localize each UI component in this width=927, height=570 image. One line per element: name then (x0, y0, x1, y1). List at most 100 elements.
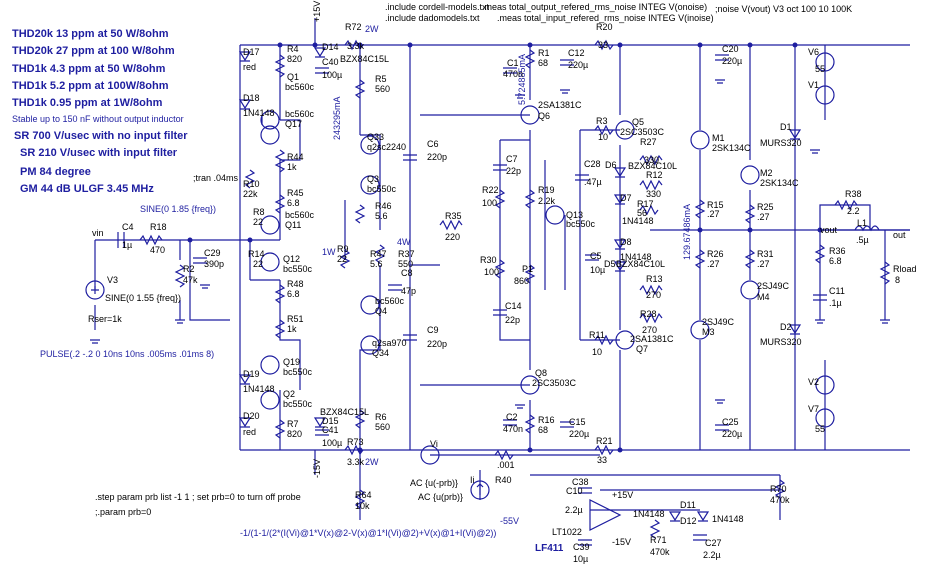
capacitor-c6[interactable] (403, 154, 417, 161)
diode-d15[interactable] (313, 417, 327, 428)
transistor-q7[interactable] (615, 330, 635, 350)
diode-d2[interactable] (788, 324, 802, 335)
mosfet-m4[interactable] (740, 280, 760, 300)
resistor-r26[interactable] (694, 249, 706, 269)
resistor-r5[interactable] (354, 79, 366, 99)
transistor-q19[interactable] (260, 355, 280, 375)
capacitor-c40[interactable] (315, 67, 329, 74)
resistor-r9[interactable] (339, 249, 351, 269)
capacitor-c28[interactable] (575, 174, 589, 181)
resistor-r72[interactable] (344, 39, 364, 51)
resistor-r44[interactable] (274, 149, 286, 173)
resistor-r25[interactable] (744, 204, 756, 224)
resistor-r35[interactable] (439, 219, 463, 231)
resistor-r16[interactable] (524, 414, 536, 434)
diode-d18[interactable] (238, 99, 252, 110)
source-v1[interactable] (815, 85, 835, 105)
mosfet-m3[interactable] (690, 320, 710, 340)
capacitor-c20[interactable] (715, 54, 729, 61)
source-v7[interactable] (815, 408, 835, 428)
resistor-r15[interactable] (694, 199, 706, 219)
mosfet-m2[interactable] (740, 165, 760, 185)
resistor-r71[interactable] (649, 519, 661, 539)
diode-d6[interactable] (613, 167, 627, 178)
resistor-r6[interactable] (354, 409, 366, 429)
diode-d8[interactable] (613, 239, 627, 250)
resistor-r19[interactable] (524, 189, 536, 209)
capacitor-c41[interactable] (315, 429, 329, 436)
transistor-q33[interactable] (360, 135, 380, 155)
transistor-q13[interactable] (545, 205, 565, 225)
transistor-q11[interactable] (260, 215, 280, 235)
diode-d7[interactable] (613, 194, 627, 205)
source-v6[interactable] (815, 52, 835, 72)
resistor-r47[interactable] (374, 244, 386, 264)
diode-d17[interactable] (238, 51, 252, 62)
resistor-r31[interactable] (744, 249, 756, 269)
diode-d19[interactable] (238, 374, 252, 385)
resistor-r38[interactable] (834, 199, 858, 211)
resistor-r40[interactable] (494, 449, 514, 461)
resistor-r4[interactable] (274, 54, 286, 78)
inductor-l1[interactable] (854, 225, 880, 232)
resistor-r10[interactable] (244, 169, 256, 189)
capacitor-c4[interactable] (117, 232, 125, 248)
resistor-r64[interactable] (354, 489, 366, 509)
resistor-r73[interactable] (344, 444, 364, 456)
mosfet-m1[interactable] (690, 130, 710, 150)
resistor-r48[interactable] (274, 284, 286, 304)
transistor-q4[interactable] (360, 295, 380, 315)
resistor-r11[interactable] (594, 334, 614, 346)
capacitor-c29[interactable] (193, 257, 207, 264)
capacitor-c1[interactable] (503, 67, 517, 74)
resistor-rload[interactable] (879, 261, 891, 285)
resistor-r13[interactable] (639, 284, 663, 296)
resistor-r22[interactable] (494, 189, 506, 209)
resistor-r36[interactable] (814, 244, 826, 264)
opamp-lf411[interactable] (589, 499, 622, 531)
capacitor-c39[interactable] (578, 539, 592, 546)
resistor-r17[interactable] (639, 204, 659, 216)
transistor-q1[interactable] (260, 110, 280, 130)
capacitor-c38[interactable] (578, 487, 592, 494)
resistor-p1[interactable] (524, 264, 536, 284)
diode-d12[interactable] (696, 511, 710, 522)
transistor-q5[interactable] (615, 120, 635, 140)
diode-d14[interactable] (313, 47, 327, 58)
resistor-r7[interactable] (274, 419, 286, 439)
source-v2[interactable] (815, 375, 835, 395)
resistor-r28[interactable] (639, 312, 663, 324)
capacitor-c8[interactable] (388, 284, 402, 291)
resistor-r51[interactable] (274, 319, 286, 339)
resistor-r3[interactable] (594, 124, 614, 136)
diode-d11[interactable] (668, 511, 682, 522)
diode-d1[interactable] (788, 129, 802, 140)
capacitor-c2[interactable] (503, 419, 517, 426)
capacitor-c14[interactable] (493, 309, 507, 316)
resistor-r2[interactable] (174, 264, 186, 288)
source-ii[interactable] (470, 480, 490, 500)
resistor-r45[interactable] (274, 194, 286, 214)
transistor-q17[interactable] (260, 125, 280, 145)
diode-d5[interactable] (613, 261, 627, 272)
transistor-q12[interactable] (260, 252, 280, 272)
transistor-q34[interactable] (360, 335, 380, 355)
diode-d20[interactable] (238, 417, 252, 428)
capacitor-c25[interactable] (715, 424, 729, 431)
capacitor-c11[interactable] (813, 294, 827, 301)
resistor-r70[interactable] (774, 479, 786, 499)
resistor-r46[interactable] (354, 204, 366, 224)
resistor-r12[interactable] (639, 179, 663, 191)
source-vi[interactable] (420, 445, 440, 465)
capacitor-c27[interactable] (693, 534, 707, 541)
transistor-q3[interactable] (360, 175, 380, 195)
resistor-r20[interactable] (594, 39, 614, 51)
capacitor-c9[interactable] (403, 334, 417, 341)
capacitor-c7[interactable] (493, 164, 507, 171)
resistor-r1[interactable] (524, 49, 536, 69)
capacitor-c15[interactable] (560, 421, 574, 428)
resistor-r30[interactable] (494, 259, 506, 279)
source-v3[interactable] (85, 280, 105, 300)
transistor-q8[interactable] (520, 375, 540, 395)
resistor-r18[interactable] (139, 234, 163, 246)
